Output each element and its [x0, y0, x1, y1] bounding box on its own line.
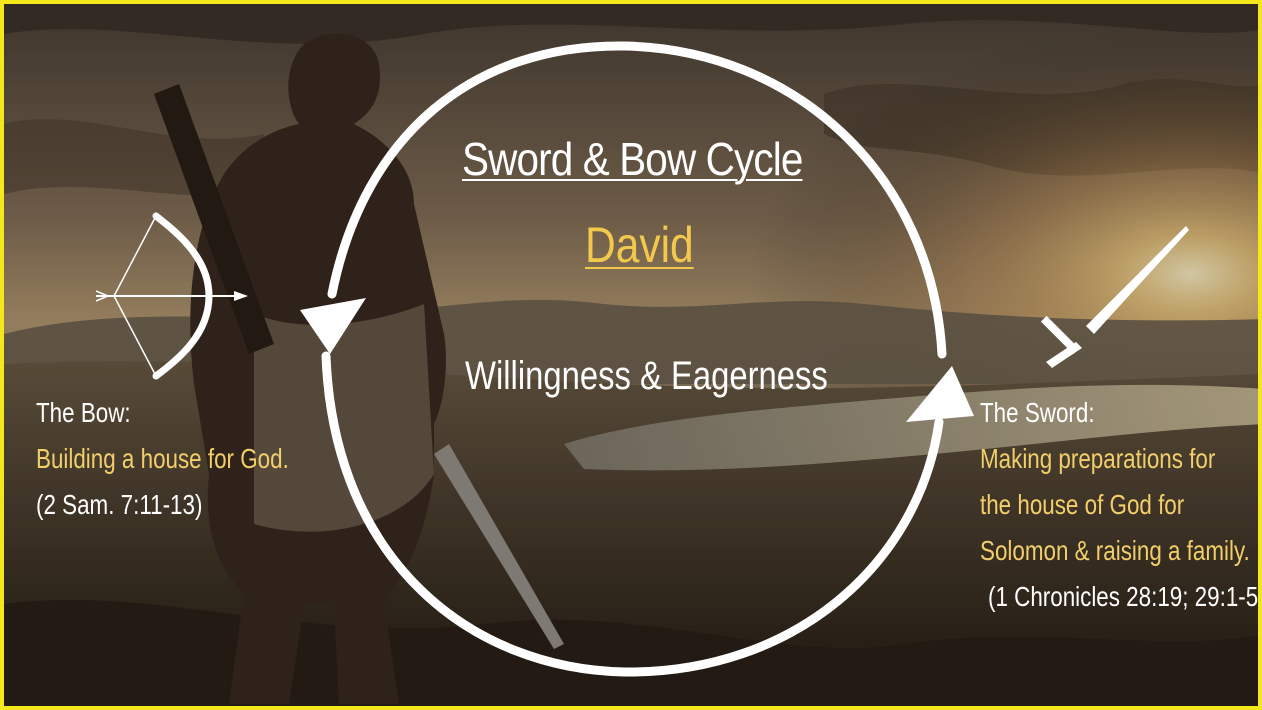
person-name: David — [585, 217, 694, 273]
bow-reference: (2 Sam. 7:11-13) — [36, 489, 203, 520]
slide-subtitle: Willingness & Eagerness — [465, 354, 828, 398]
sword-heading: The Sword: — [980, 397, 1095, 428]
sword-description-block: The Sword: Making preparations for the h… — [980, 390, 1262, 620]
bow-and-arrow-icon — [95, 212, 248, 380]
sword-icon — [1040, 226, 1189, 368]
sword-reference: (1 Chronicles 28:19; 29:1-5) — [988, 581, 1262, 612]
slide-title: Sword & Bow Cycle — [462, 133, 803, 185]
sword-description-line-2: the house of God for — [980, 489, 1185, 520]
bow-description-block: The Bow: Building a house for God. (2 Sa… — [36, 390, 289, 528]
bow-description: Building a house for God. — [36, 443, 289, 474]
sword-description-line-3: Solomon & raising a family. — [980, 535, 1250, 566]
sword-description-line-1: Making preparations for — [980, 443, 1216, 474]
bow-heading: The Bow: — [36, 397, 131, 428]
cycle-arrows-icon — [300, 41, 974, 677]
